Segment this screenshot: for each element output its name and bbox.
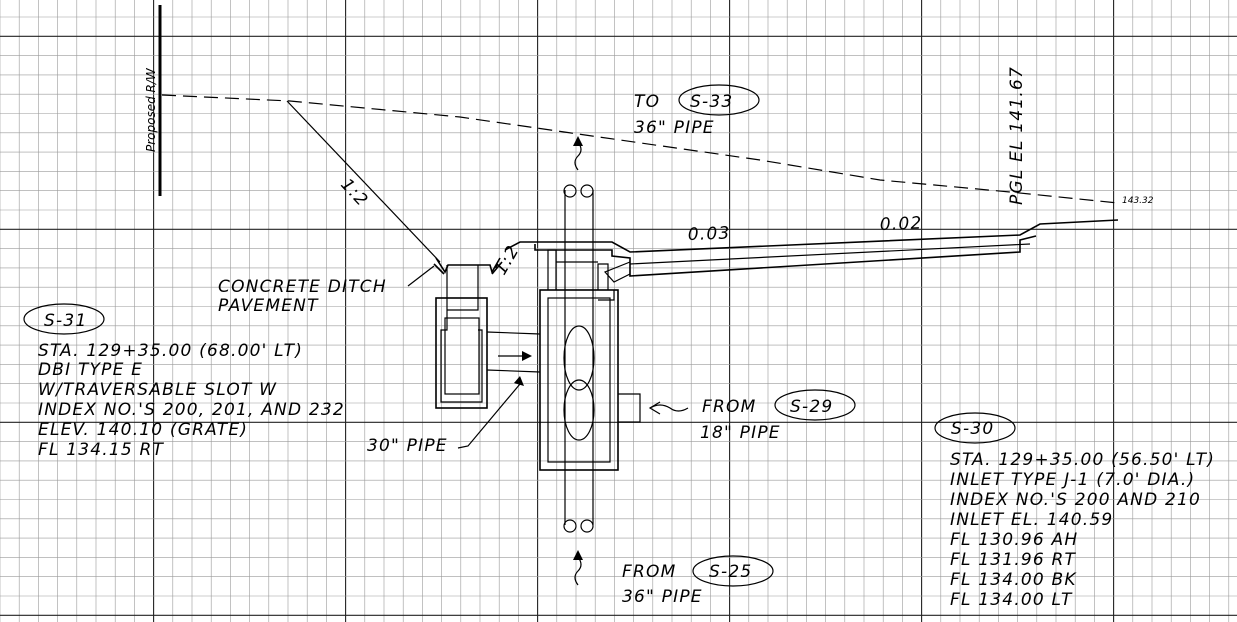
concrete-ditch-pavement: [435, 257, 501, 275]
pipe-18-stub: [618, 393, 641, 423]
pipe-30-leader: [457, 383, 521, 449]
flow-arrowhead-s29: [648, 401, 661, 415]
pgl-elevation-end: 143.32: [1122, 196, 1154, 206]
flow-arrow-s29: [649, 404, 689, 412]
road-surface-top: [504, 219, 1119, 253]
pipe-30-top: [486, 331, 541, 335]
dbi-outer-box: [435, 297, 488, 409]
s31-line: DBI TYPE E: [38, 360, 143, 380]
s31-line: W/TRAVERSABLE SLOT W: [38, 380, 277, 400]
pipe-30-bottom: [486, 369, 541, 373]
s31-line: FL 134.15 RT: [38, 440, 165, 460]
s30-line: FL 134.00 BK: [950, 570, 1077, 590]
ditch-pavement-left: [433, 263, 445, 275]
s30-line: STA. 129+35.00 (56.50' LT): [950, 450, 1215, 470]
s30-line: INLET EL. 140.59: [950, 510, 1113, 530]
main-pipe-bottom-cap-left: [563, 519, 577, 533]
ditch-pavement-right: [491, 261, 503, 275]
side-slope-line: [286, 100, 441, 263]
inner-slope-label: 1:2: [491, 242, 524, 279]
s31-notes: STA. 129+35.00 (68.00' LT) DBI TYPE E W/…: [38, 341, 345, 460]
flow-arrowhead-30: [522, 351, 532, 361]
from-s29-pipe: 18" PIPE: [700, 423, 781, 443]
s29-ellipse: [774, 389, 856, 421]
s31-line: ELEV. 140.10 (GRATE): [38, 420, 248, 440]
s25-label: S-25: [709, 562, 752, 582]
ditch-callout-leader: [407, 265, 435, 287]
road-base-line: [629, 243, 1031, 265]
s33-ellipse: [678, 84, 760, 116]
s30-line: FL 130.96 AH: [950, 530, 1078, 550]
s25-ellipse: [692, 555, 774, 587]
s30-ellipse: [934, 412, 1016, 444]
from-s29-prefix: FROM: [702, 397, 756, 417]
s30-line: INDEX NO.'S 200 AND 210: [950, 490, 1201, 510]
pipe-section-upper: [563, 325, 595, 391]
proposed-rw-label: Proposed R/W: [144, 67, 158, 152]
road-curb: [603, 261, 631, 283]
s30-line: FL 134.00 LT: [950, 590, 1073, 610]
from-s25-prefix: FROM: [622, 562, 676, 582]
s31-id: S-31: [44, 311, 87, 331]
pgl-label: PGL EL 141.67: [1007, 66, 1027, 205]
to-s33-pipe: 36" PIPE: [634, 118, 715, 138]
main-pipe-top-cap-left: [563, 184, 577, 198]
ditch-callout-line2: PAVEMENT: [218, 296, 319, 316]
s30-line: INLET TYPE J-1 (7.0' DIA.): [950, 470, 1195, 490]
from-s25-pipe: 36" PIPE: [622, 587, 703, 607]
main-pipe-top-cap-right: [580, 184, 594, 198]
pipe-30-label: 30" PIPE: [367, 436, 448, 456]
s29-label: S-29: [790, 397, 833, 417]
dbi-inner-box: [440, 265, 483, 403]
s30-id: S-30: [951, 419, 994, 439]
inlet-riser-inner: [556, 261, 615, 301]
inlet-outer-wall: [539, 289, 619, 471]
main-pipe-bottom-cap-right: [580, 519, 594, 533]
s31-line: INDEX NO.'S 200, 201, AND 232: [38, 400, 345, 420]
to-s33-prefix: TO: [634, 92, 660, 112]
break-symbol-bottom: [574, 556, 582, 586]
inlet-inner-wall: [547, 297, 611, 463]
inlet-riser: [547, 249, 609, 290]
break-arrow-bottom: [573, 550, 583, 560]
break-arrow-top: [573, 136, 583, 146]
s30-notes: STA. 129+35.00 (56.50' LT) INLET TYPE J-…: [950, 450, 1215, 610]
dbi-inner-chamber: [444, 317, 480, 395]
pgl-dashed-line: [161, 94, 1119, 204]
slope-002-label: 0.02: [879, 214, 922, 235]
ditch-callout-line1: CONCRETE DITCH: [218, 277, 387, 297]
slope-003-label: 0.03: [687, 224, 730, 245]
s33-label: S-33: [690, 92, 733, 112]
s30-line: FL 131.96 RT: [950, 550, 1077, 570]
pipe-30-leader-arrow: [514, 376, 524, 386]
s31-line: STA. 129+35.00 (68.00' LT): [38, 341, 303, 361]
break-symbol-top: [574, 141, 582, 171]
s31-ellipse: [23, 303, 105, 335]
pipe-section-lower: [563, 379, 595, 441]
side-slope-label: 1:2: [336, 175, 372, 211]
